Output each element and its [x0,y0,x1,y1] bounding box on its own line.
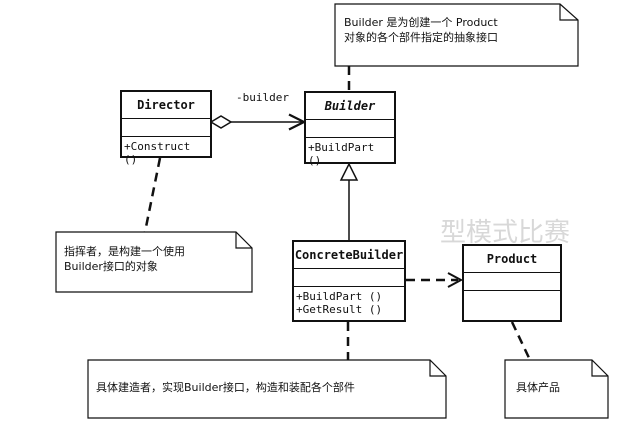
class-concrete-builder-name: ConcreteBuilder [294,242,404,269]
class-builder-attributes [306,120,394,138]
class-director-operation: +Construct () [124,140,191,166]
class-director[interactable]: Director +Construct () [120,90,212,166]
aggregation-connector [209,116,304,128]
class-director-name: Director [122,92,210,119]
note-concrete-shape [87,359,447,419]
note-builder: Builder 是为创建一个 Product 对象的各个部件指定的抽象接口 [344,15,498,45]
note-director-shape [55,231,253,293]
class-builder[interactable]: Builder +BuildPart () [304,91,396,167]
class-concrete-builder-operations: +BuildPart () +GetResult () [294,287,404,319]
class-product-attributes [464,273,560,291]
note-builder-line: 对象的各个部件指定的抽象接口 [344,31,498,44]
class-product[interactable]: Product [462,244,562,322]
class-director-attributes [122,119,210,137]
dependency-connector [406,272,464,288]
class-concrete-builder-operation: +BuildPart () [296,290,383,303]
association-label: -builder [236,91,289,104]
class-product-name: Product [464,246,560,273]
note-product: 具体产品 [516,380,560,395]
note-concrete-builder-line: 具体建造者，实现Builder接口，构造和装配各个部件 [96,381,355,394]
background-heading: 型模式比赛 [440,218,571,248]
class-builder-operation: +BuildPart () [308,141,375,167]
note-builder-shape [334,3,579,67]
note-anchor-director [143,157,162,233]
class-builder-name: Builder [306,93,394,120]
note-concrete-builder: 具体建造者，实现Builder接口，构造和装配各个部件 [96,380,355,395]
class-concrete-builder-attributes [294,269,404,287]
note-anchor-product [510,321,532,361]
note-product-shape [504,359,609,419]
note-director-line: 指挥者，是构建一个使用 [64,245,185,258]
note-director-line: Builder接口的对象 [64,260,158,273]
note-product-line: 具体产品 [516,381,560,394]
generalization-connector [339,162,359,240]
note-builder-line: Builder 是为创建一个 Product [344,16,498,29]
note-director: 指挥者，是构建一个使用 Builder接口的对象 [64,244,185,274]
class-concrete-builder[interactable]: ConcreteBuilder +BuildPart () +GetResult… [292,240,406,322]
class-concrete-builder-operation: +GetResult () [296,303,383,316]
